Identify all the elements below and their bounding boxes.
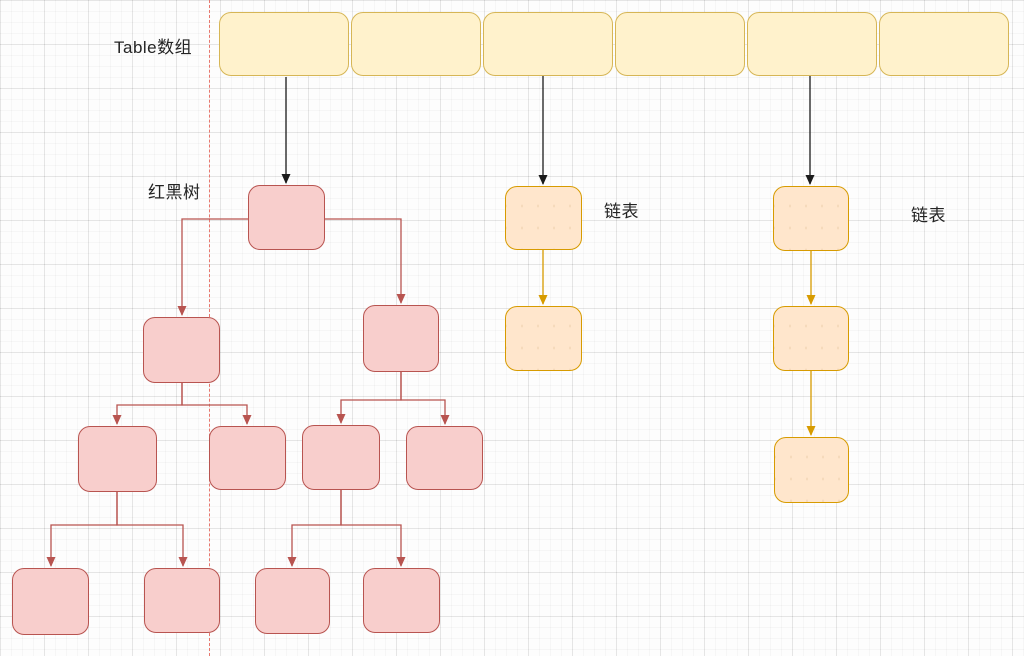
edge-right-to-l3-3 bbox=[336, 372, 402, 424]
edge-l3-1-to-l4-1 bbox=[46, 492, 118, 567]
edge-l3-3-to-l4-4 bbox=[340, 490, 406, 567]
tree-l3-1-node bbox=[78, 426, 157, 492]
list-mid-2-node bbox=[505, 306, 582, 371]
linked-list-middle-label: 链表 bbox=[604, 202, 639, 221]
list-mid-1-node bbox=[505, 186, 582, 250]
bucket-2-node bbox=[351, 12, 481, 76]
bucket-5-node bbox=[747, 12, 877, 76]
edge-l3-3-to-l4-3 bbox=[287, 490, 342, 567]
tree-l3-3-node bbox=[302, 425, 380, 490]
red-black-tree-label: 红黑树 bbox=[148, 183, 201, 202]
tree-left-node bbox=[143, 317, 220, 383]
bucket-3-node bbox=[483, 12, 613, 76]
edge-right-to-l3-4 bbox=[400, 372, 450, 425]
tree-l4-1-node bbox=[12, 568, 89, 635]
list-right-3-node bbox=[774, 437, 849, 503]
edge-root-to-right bbox=[325, 218, 406, 304]
edge-l3-1-to-l4-2 bbox=[116, 492, 188, 567]
tree-l4-3-node bbox=[255, 568, 330, 634]
tree-l3-4-node bbox=[406, 426, 483, 490]
list-right-1-node bbox=[773, 186, 849, 251]
linked-list-right-label: 链表 bbox=[911, 206, 946, 225]
table-array-label: Table数组 bbox=[114, 38, 193, 57]
edge-left-to-l3-2 bbox=[181, 383, 252, 425]
tree-l3-2-node bbox=[209, 426, 286, 490]
bucket-4-node bbox=[615, 12, 745, 76]
tree-right-node bbox=[363, 305, 439, 372]
bucket-1-node bbox=[219, 12, 349, 76]
tree-root-node bbox=[248, 185, 325, 250]
edge-left-to-l3-1 bbox=[112, 383, 183, 425]
edge-root-to-left bbox=[177, 218, 248, 316]
tree-l4-4-node bbox=[363, 568, 440, 633]
bucket-6-node bbox=[879, 12, 1009, 76]
tree-l4-2-node bbox=[144, 568, 220, 633]
list-right-2-node bbox=[773, 306, 849, 371]
